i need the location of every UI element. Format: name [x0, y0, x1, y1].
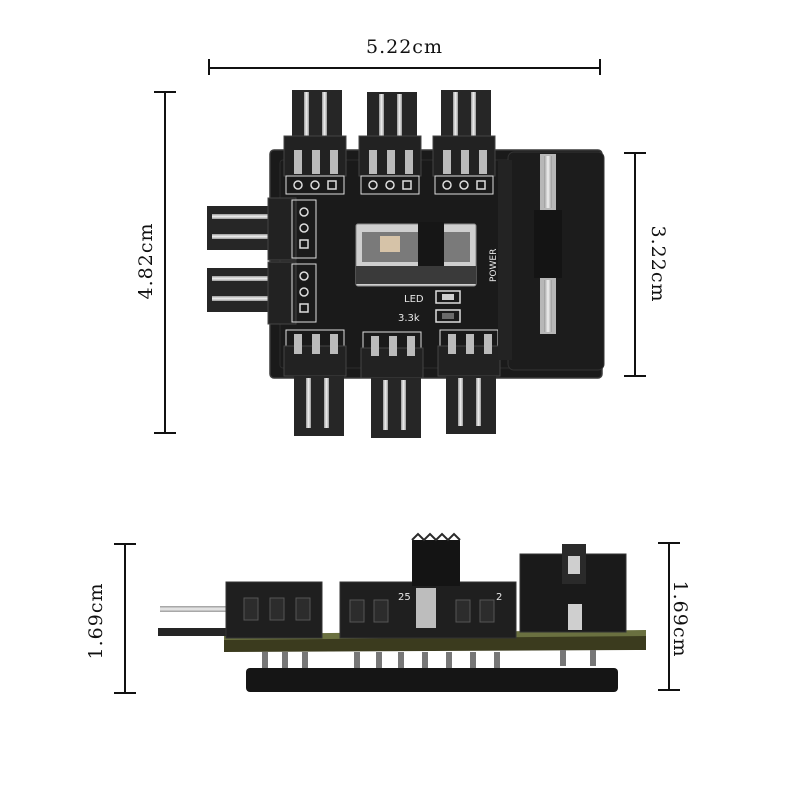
side-right-top-tick — [658, 542, 680, 544]
top-width-dimension-line — [209, 67, 601, 69]
top-width-label: 5.22cm — [366, 36, 443, 58]
top-height-top-tick — [154, 91, 176, 93]
side-right-dimension-line — [668, 543, 670, 691]
bottom-connector-3 — [437, 329, 501, 434]
board-height-dimension-line — [634, 153, 636, 377]
resistor-component — [435, 309, 461, 323]
top-connector-2 — [358, 92, 422, 195]
power-input-connector — [498, 151, 605, 371]
led-silkscreen: LED — [404, 294, 424, 305]
board-height-top-tick — [624, 152, 646, 154]
top-connector-1 — [283, 90, 347, 195]
side-right-bottom-tick — [658, 689, 680, 691]
top-width-right-tick — [599, 59, 601, 75]
top-connector-3 — [432, 90, 496, 195]
led-component — [435, 290, 461, 304]
bottom-connector-2 — [360, 331, 424, 438]
resistor-silkscreen: 3.3k — [398, 313, 420, 324]
side-chip-mark-1: 25 — [398, 592, 411, 603]
power-silkscreen: POWER — [489, 249, 499, 282]
top-height-bottom-tick — [154, 432, 176, 434]
side-left-dimension-line — [124, 544, 126, 694]
left-connector-2 — [207, 261, 317, 325]
side-left-connector — [158, 581, 323, 639]
side-left-bottom-tick — [114, 692, 136, 694]
top-height-dimension-line — [164, 92, 166, 434]
side-pcb-board — [224, 630, 646, 692]
side-left-top-tick — [114, 543, 136, 545]
top-width-left-tick — [208, 59, 210, 75]
side-solder-pins — [262, 650, 596, 668]
bottom-connector-1 — [283, 329, 347, 436]
slide-switch — [355, 222, 477, 287]
left-connector-1 — [207, 197, 317, 261]
board-height-bottom-tick — [624, 375, 646, 377]
side-power-connector — [519, 544, 627, 633]
side-switch-knob — [411, 532, 461, 628]
side-chip-mark-2: 2 — [496, 592, 502, 603]
